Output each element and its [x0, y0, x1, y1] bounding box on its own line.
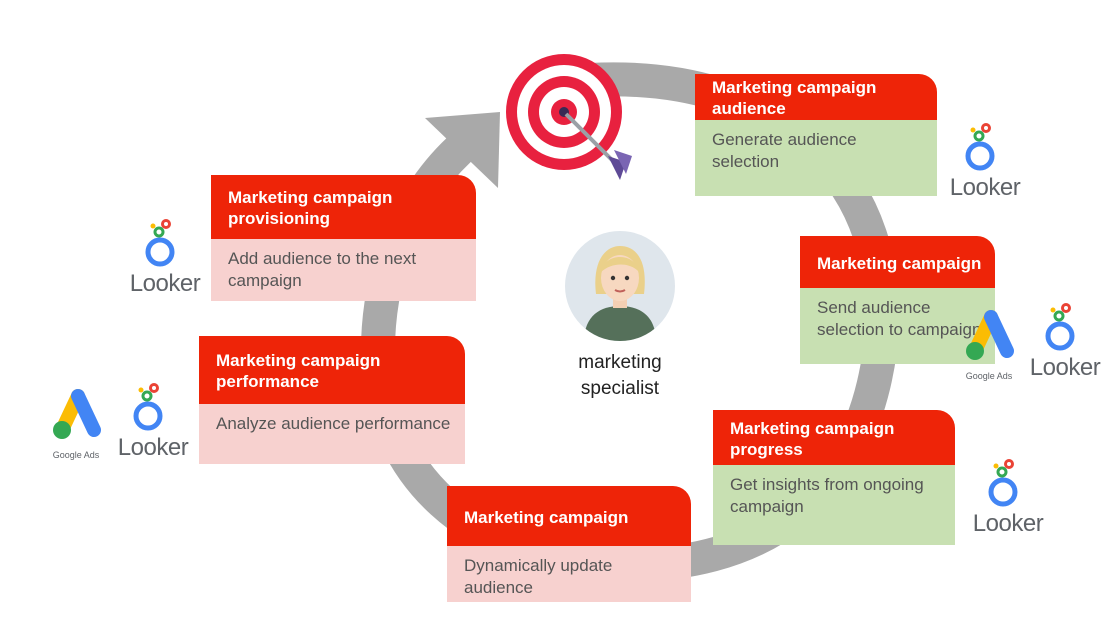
step-description: Analyze audience performance — [199, 404, 465, 464]
marketing-specialist: marketing specialist — [540, 230, 700, 402]
step-title: Marketing campaign progress — [713, 410, 955, 465]
looker-icon — [988, 459, 1018, 507]
looker-wordmark: Looker — [129, 270, 201, 297]
target-icon — [506, 54, 632, 180]
step-description: Dynamically update audience — [447, 546, 691, 602]
google-ads-wordmark: Google Ads — [965, 371, 1013, 381]
google-ads-logo: Google Ads — [953, 305, 1025, 381]
step-title: Marketing campaign — [447, 486, 691, 546]
step-title: Marketing campaign — [800, 236, 995, 288]
step-card-audience: Marketing campaign audience Generate aud… — [695, 74, 937, 196]
looker-logo: Looker — [108, 382, 198, 462]
specialist-label: marketing specialist — [578, 352, 662, 399]
looker-wordmark: Looker — [949, 174, 1021, 201]
looker-logo: Looker — [963, 458, 1053, 538]
google-ads-wordmark: Google Ads — [52, 450, 100, 460]
looker-icon — [133, 383, 163, 431]
person-avatar-icon — [565, 231, 675, 341]
google-ads-icon — [53, 389, 101, 439]
looker-icon — [965, 123, 995, 171]
looker-wordmark: Looker — [1029, 354, 1101, 381]
step-card-send: Marketing campaign Send audience selecti… — [800, 236, 995, 364]
step-description: Get insights from ongoing campaign — [713, 465, 955, 545]
step-title: Marketing campaign audience — [695, 74, 937, 120]
step-description: Add audience to the next campaign — [211, 239, 476, 301]
google-ads-icon — [966, 310, 1014, 360]
step-title: Marketing campaign performance — [199, 336, 465, 404]
step-card-progress: Marketing campaign progress Get insights… — [713, 410, 955, 545]
looker-wordmark: Looker — [117, 434, 189, 461]
looker-icon — [145, 219, 175, 267]
looker-logo: Looker — [940, 122, 1030, 202]
looker-wordmark: Looker — [972, 510, 1044, 537]
step-title: Marketing campaign provisioning — [211, 175, 476, 239]
looker-logo: Looker — [1020, 302, 1110, 382]
step-description: Send audience selection to campaign — [800, 288, 995, 364]
step-card-update: Marketing campaign Dynamically update au… — [447, 486, 691, 602]
step-card-performance: Marketing campaign performance Analyze a… — [199, 336, 465, 464]
google-ads-logo: Google Ads — [40, 384, 112, 460]
looker-icon — [1045, 303, 1075, 351]
looker-logo: Looker — [120, 218, 210, 298]
step-card-provisioning: Marketing campaign provisioning Add audi… — [211, 175, 476, 301]
step-description: Generate audience selection — [695, 120, 937, 196]
cycle-arrowhead — [425, 112, 500, 188]
